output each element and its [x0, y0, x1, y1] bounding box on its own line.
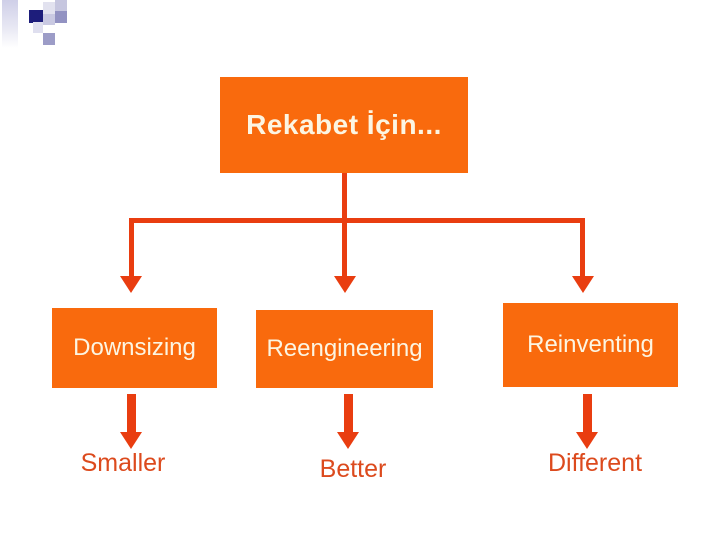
down-arrowhead-icon [120, 276, 142, 293]
header-pixel-square [55, 0, 67, 11]
branch-box-label: Reengineering [266, 335, 423, 362]
branch-box-label: Reinventing [527, 331, 654, 358]
down-arrowhead-icon [337, 432, 359, 449]
branch-box-reinventing: Reinventing [503, 303, 678, 387]
header-pixel-square [55, 11, 67, 23]
connector-vline-center [342, 173, 347, 276]
slide-title-box: Rekabet İçin... [220, 77, 468, 173]
down-arrowhead-icon [120, 432, 142, 449]
header-pixel-square [29, 10, 43, 23]
branch-box-label: Downsizing [73, 334, 196, 361]
result-label-different: Different [547, 449, 643, 477]
connector-vline-left [129, 218, 134, 276]
header-gradient-bar [67, 12, 720, 32]
header-pixel-square [43, 14, 55, 25]
result-label-better: Better [319, 455, 387, 483]
result-label-smaller: Smaller [80, 449, 166, 477]
header-pixel-square [43, 33, 55, 45]
down-arrowhead-icon [334, 276, 356, 293]
header-left-gradient-strip [2, 0, 18, 48]
down-arrow-icon [344, 394, 353, 432]
connector-hline [129, 218, 585, 223]
branch-box-reengineering: Reengineering [256, 310, 433, 388]
header-pixel-square [43, 2, 55, 14]
slide-title: Rekabet İçin... [246, 109, 442, 140]
down-arrowhead-icon [576, 432, 598, 449]
down-arrowhead-icon [572, 276, 594, 293]
down-arrow-icon [583, 394, 592, 432]
connector-vline-right [580, 218, 585, 276]
branch-box-downsizing: Downsizing [52, 308, 217, 388]
down-arrow-icon [127, 394, 136, 432]
header-pixel-square [33, 22, 43, 33]
